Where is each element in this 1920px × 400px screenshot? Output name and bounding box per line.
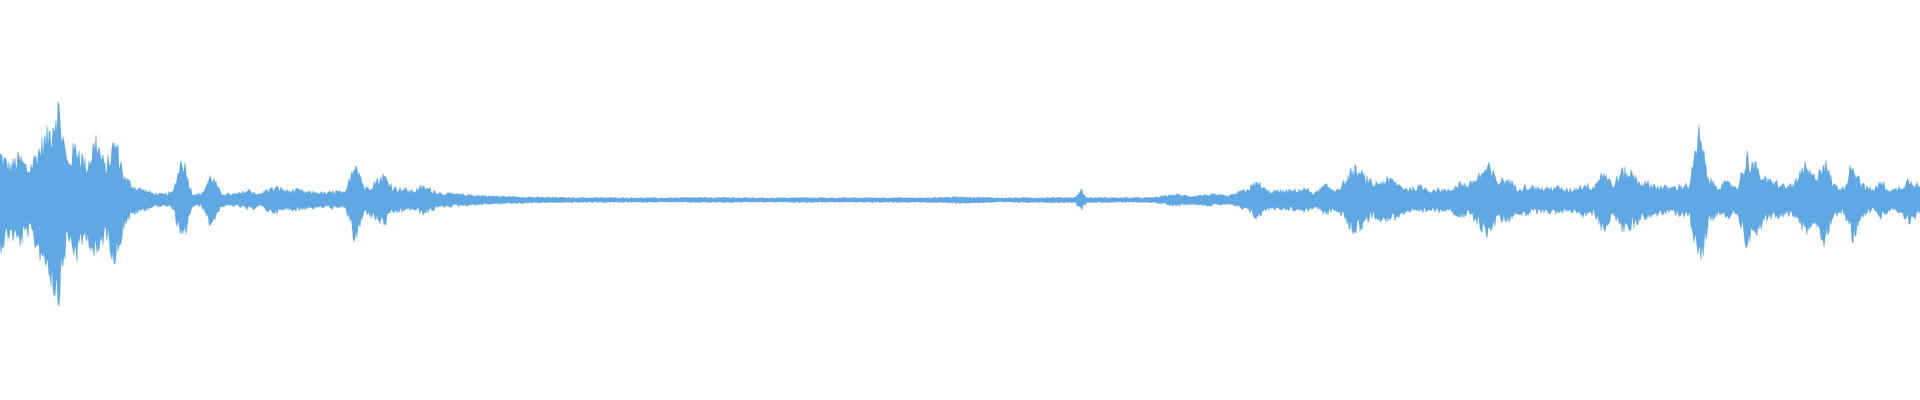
waveform-shape	[0, 101, 1920, 307]
